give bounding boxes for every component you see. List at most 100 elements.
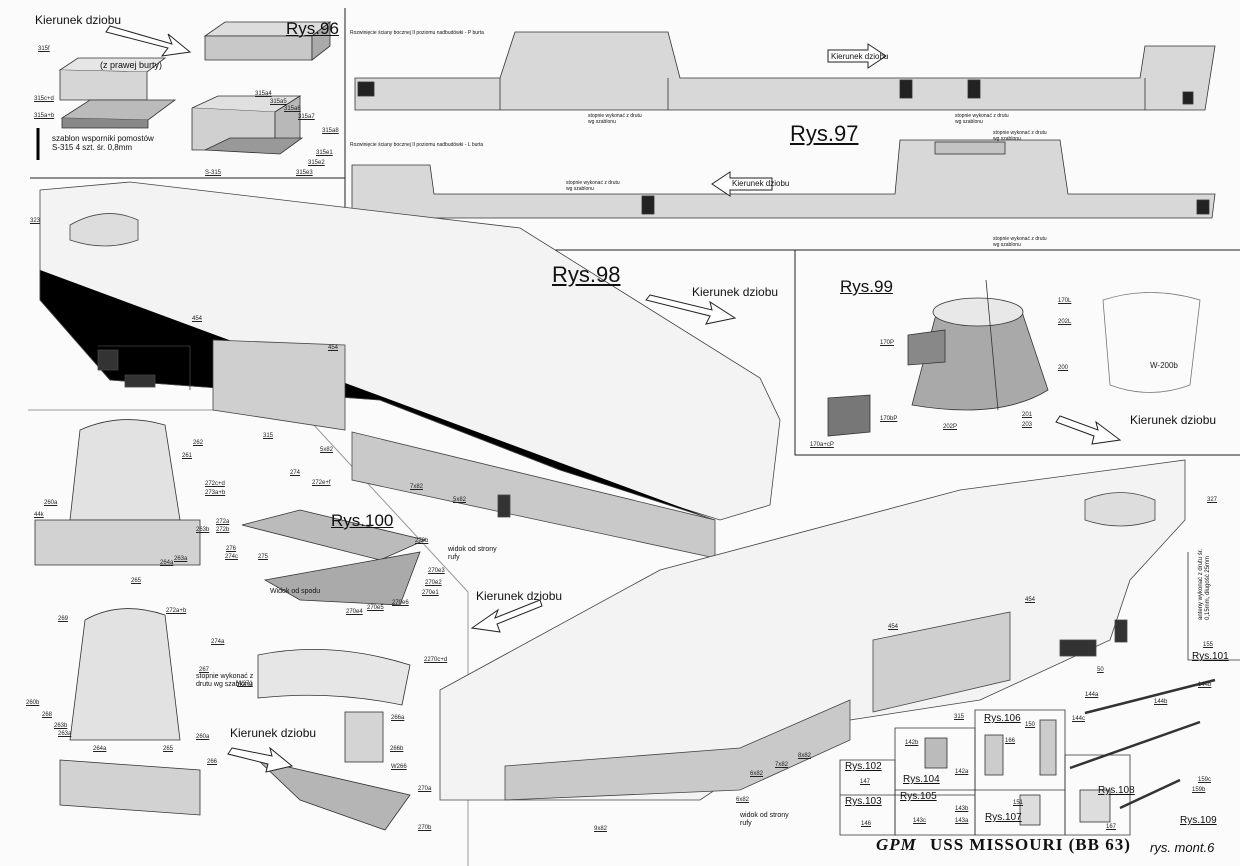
part-number: 274 <box>290 470 301 476</box>
part-number: 202L <box>1058 319 1072 325</box>
part-number: 5x82 <box>453 497 467 503</box>
part-number: 315e1 <box>316 150 333 156</box>
development-note-p: Rozwinięcie ściany bocznej II poziomu na… <box>350 30 484 36</box>
part-number: 265 <box>131 578 142 584</box>
part-number: 167 <box>1106 824 1117 830</box>
part-number: 315 <box>263 433 274 439</box>
part-number: 263b <box>196 527 210 533</box>
part-number: 264a <box>160 560 174 566</box>
part-number: 170a+cP <box>810 442 834 448</box>
figure-title-rys103: Rys.103 <box>845 796 882 807</box>
figure-title-rys102: Rys.102 <box>845 761 882 772</box>
rys98-lower-hull <box>439 459 1186 801</box>
sheet-number: rys. mont.6 <box>1150 840 1215 855</box>
part-number: 273a+b <box>205 490 226 496</box>
part-number: 142b <box>905 740 919 746</box>
part-number: 315c+d <box>34 96 54 102</box>
arrow-icons <box>105 25 1122 773</box>
part-number: 260a <box>44 500 58 506</box>
figure-title-rys109: Rys.109 <box>1180 815 1217 826</box>
direction-label: Kierunek dziobu <box>732 179 790 188</box>
part-number: 170bP <box>880 416 898 422</box>
rys98-hull <box>39 181 781 559</box>
part-number: 270b <box>418 825 432 831</box>
part-number: 143b <box>955 806 969 812</box>
part-number: 266b <box>390 746 404 752</box>
part-number: 268 <box>42 712 53 718</box>
part-number: 50 <box>1097 667 1104 673</box>
rys99-funnel <box>827 279 1201 437</box>
frame-rys99 <box>794 250 1240 456</box>
part-number: 264a <box>93 746 107 752</box>
part-number: 170L <box>1058 298 1072 304</box>
part-number: 269 <box>58 616 69 622</box>
part-number: S-315 <box>205 170 222 176</box>
part-number: 270e4 <box>346 609 363 615</box>
figure-title-rys107: Rys.107 <box>985 812 1022 823</box>
bottom-view-note: Widok od spodu <box>270 588 321 595</box>
part-number: 146 <box>861 821 872 827</box>
part-number: W266 <box>391 764 407 770</box>
direction-label: Kierunek dziobu <box>35 13 122 27</box>
part-number: 203 <box>1022 422 1033 428</box>
figure-title-rys106: Rys.106 <box>984 713 1021 724</box>
direction-label: Kierunek dziobu <box>692 285 779 299</box>
part-number: 144a <box>1085 692 1099 698</box>
part-number: 454 <box>328 345 339 351</box>
part-number: 315a+b <box>34 113 55 119</box>
direction-label: Kierunek dziobu <box>476 589 563 603</box>
part-number: 272b <box>216 527 230 533</box>
part-number: 260b <box>26 700 40 706</box>
part-number: 44k <box>34 512 44 518</box>
part-number: 144b <box>1198 682 1212 688</box>
part-number: 270a <box>418 786 432 792</box>
part-number: 151 <box>1013 800 1024 806</box>
part-number: 323 <box>30 218 41 224</box>
part-number: 142a <box>955 769 969 775</box>
part-number: 263b <box>54 723 68 729</box>
part-number: 7x82 <box>775 762 789 768</box>
rys97-elevation-p <box>354 31 1216 111</box>
part-number: 143c <box>913 818 927 824</box>
part-number: 270e1 <box>422 590 439 596</box>
part-number: W271 <box>237 681 253 687</box>
rys96-parts <box>36 21 332 160</box>
part-number: 155 <box>1203 642 1214 648</box>
figure-title-rys101: Rys.101 <box>1192 651 1229 662</box>
part-number: 454 <box>1025 597 1036 603</box>
figure-title-rys99: Rys.99 <box>840 277 893 296</box>
part-number: 266a <box>391 715 405 721</box>
stern-view-note: widok od strony rufy <box>740 812 789 827</box>
part-number: 147 <box>860 779 871 785</box>
part-number: 315a5 <box>270 99 287 105</box>
steps-note: stopnie wykonać z drutu wg szablonu <box>566 180 620 192</box>
direction-label: Kierunek dziobu <box>831 52 889 61</box>
part-number: 315 <box>954 714 965 720</box>
part-number: 266 <box>207 759 218 765</box>
part-number: 2270c+d <box>424 657 448 663</box>
figure-title-rys97: Rys.97 <box>790 121 859 146</box>
part-number: 6x82 <box>736 797 750 803</box>
part-number: 272a+b <box>166 608 187 614</box>
part-number: 166 <box>1005 738 1016 744</box>
part-number: W-200b <box>1150 361 1178 370</box>
part-number: 261 <box>182 453 193 459</box>
figure-title-rys98: Rys.98 <box>552 262 621 287</box>
part-number: 262 <box>193 440 204 446</box>
template-note: szablon wsporniki pomostów S-315 4 szt. … <box>52 134 154 152</box>
stern-view-note: widok od strony rufy <box>448 546 497 561</box>
part-number: 327 <box>1207 497 1218 503</box>
steps-note: stopnie wykonać z drutu wg szablonu <box>993 236 1047 248</box>
part-number: 454 <box>192 316 203 322</box>
part-number: 315a7 <box>298 114 315 120</box>
part-number: 272e+f <box>312 480 331 486</box>
part-number: 270e5 <box>367 605 384 611</box>
part-number: 200 <box>1058 365 1069 371</box>
part-number: 144b <box>1154 699 1168 705</box>
direction-label: Kierunek dziobu <box>1130 413 1217 427</box>
part-number: 270e2 <box>425 580 442 586</box>
part-number: 260a <box>196 734 210 740</box>
part-number: 159b <box>1192 787 1206 793</box>
part-number: 275 <box>258 554 269 560</box>
